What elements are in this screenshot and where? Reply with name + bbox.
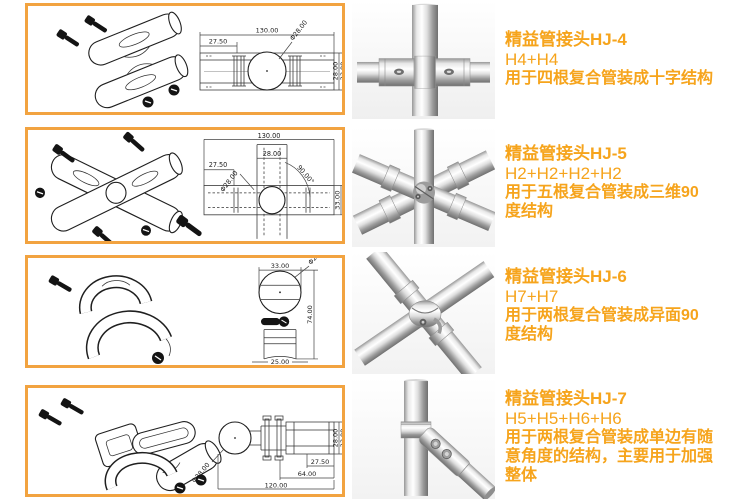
drawing-box-hj5: 130.00 28.00 27.50 Φ28.00 90.00° 33.00 (25, 127, 345, 244)
svg-text:64.00: 64.00 (298, 470, 317, 478)
product-code: H4+H4 (505, 50, 559, 69)
product-desc-line: 意角度的结构，主要用于加强 (505, 448, 714, 465)
product-info-hj5: 精益管接头HJ-5 H2+H2+H2+H2 用于五根复合管装成三维90 度结构 (505, 144, 737, 221)
svg-text:90.00°: 90.00° (295, 163, 315, 185)
svg-text:33.00: 33.00 (339, 429, 342, 448)
product-info-hj4: 精益管接头HJ-4 H4+H4 用于四根复合管装成十字结构 (505, 30, 737, 88)
svg-text:130.00: 130.00 (258, 132, 281, 140)
svg-text:27.50: 27.50 (209, 161, 228, 169)
svg-text:74.00: 74.00 (306, 305, 314, 324)
svg-text:Φ28.00: Φ28.00 (307, 258, 329, 266)
product-photo-hj4 (352, 1, 495, 119)
dimension-drawing: 130.00 27.50 Φ28.00 28.00 33.00 (199, 19, 342, 91)
dimension-drawing: 130.00 28.00 27.50 Φ28.00 90.00° 33.00 (203, 132, 342, 239)
svg-text:27.50: 27.50 (311, 458, 330, 466)
product-title: 精益管接头HJ-7 (505, 389, 627, 408)
svg-text:28.00: 28.00 (263, 150, 282, 158)
product-desc-line: 用于两根复合管装成异面90 (505, 307, 699, 324)
product-title: 精益管接头HJ-6 (505, 267, 627, 286)
product-desc-line: 用于五根复合管装成三维90 (505, 184, 699, 201)
cross-connector-photo (352, 1, 495, 119)
drawing-box-hj4: 130.00 27.50 Φ28.00 28.00 33.00 (25, 3, 345, 115)
technical-drawing-hj4: 130.00 27.50 Φ28.00 28.00 33.00 (55, 11, 342, 109)
exploded-view (38, 397, 222, 494)
svg-text:27.50: 27.50 (209, 38, 228, 46)
hinge-connector-photo (352, 377, 495, 499)
product-photo-hj5 (352, 126, 495, 247)
dimension-drawing: 33.00 Φ28.00 74.00 25.00 (252, 258, 328, 365)
dimension-drawing: Φ28.00 28.00 33.00 27.50 64.00 120.00 (190, 415, 342, 490)
product-desc-line: 用于四根复合管装成十字结构 (505, 70, 714, 87)
product-code: H7+H7 (505, 287, 559, 306)
product-photo-hj7 (352, 377, 495, 499)
product-code: H5+H5+H6+H6 (505, 409, 622, 428)
product-photo-hj6 (352, 252, 495, 374)
drawing-box-hj6: 33.00 Φ28.00 74.00 25.00 (25, 255, 345, 368)
product-title: 精益管接头HJ-4 (505, 30, 627, 49)
svg-text:Φ28.00: Φ28.00 (219, 169, 240, 194)
product-desc-line: 用于两根复合管装成单边有随 (505, 429, 714, 446)
product-desc-line: 整体 (505, 467, 538, 484)
three-way-connector-photo (352, 126, 495, 247)
svg-text:28.00: 28.00 (332, 429, 340, 448)
drawing-box-hj7: Φ28.00 28.00 33.00 27.50 64.00 120.00 (25, 385, 345, 497)
technical-drawing-hj6: 33.00 Φ28.00 74.00 25.00 (48, 258, 328, 365)
technical-drawing-hj5: 130.00 28.00 27.50 Φ28.00 90.00° 33.00 (34, 130, 342, 241)
svg-text:33.00: 33.00 (271, 262, 290, 270)
exploded-view (34, 130, 204, 241)
svg-text:33.00: 33.00 (334, 190, 342, 209)
technical-drawing-hj7: Φ28.00 28.00 33.00 27.50 64.00 120.00 (38, 397, 342, 494)
product-title: 精益管接头HJ-5 (505, 144, 627, 163)
product-desc-line: 度结构 (505, 203, 554, 220)
product-info-hj6: 精益管接头HJ-6 H7+H7 用于两根复合管装成异面90 度结构 (505, 267, 737, 344)
exploded-view (55, 11, 189, 109)
svg-text:130.00: 130.00 (256, 27, 279, 35)
skew-cross-connector-photo (352, 252, 495, 374)
product-code: H2+H2+H2+H2 (505, 164, 622, 183)
product-info-hj7: 精益管接头HJ-7 H5+H5+H6+H6 用于两根复合管装成单边有随 意角度的… (505, 389, 737, 485)
svg-text:25.00: 25.00 (271, 358, 290, 365)
product-desc-line: 度结构 (505, 326, 554, 343)
svg-text:28.00: 28.00 (332, 62, 340, 81)
svg-text:120.00: 120.00 (265, 482, 288, 490)
svg-text:33.00: 33.00 (339, 62, 342, 81)
exploded-view (48, 274, 173, 364)
svg-text:Φ28.00: Φ28.00 (288, 19, 309, 43)
